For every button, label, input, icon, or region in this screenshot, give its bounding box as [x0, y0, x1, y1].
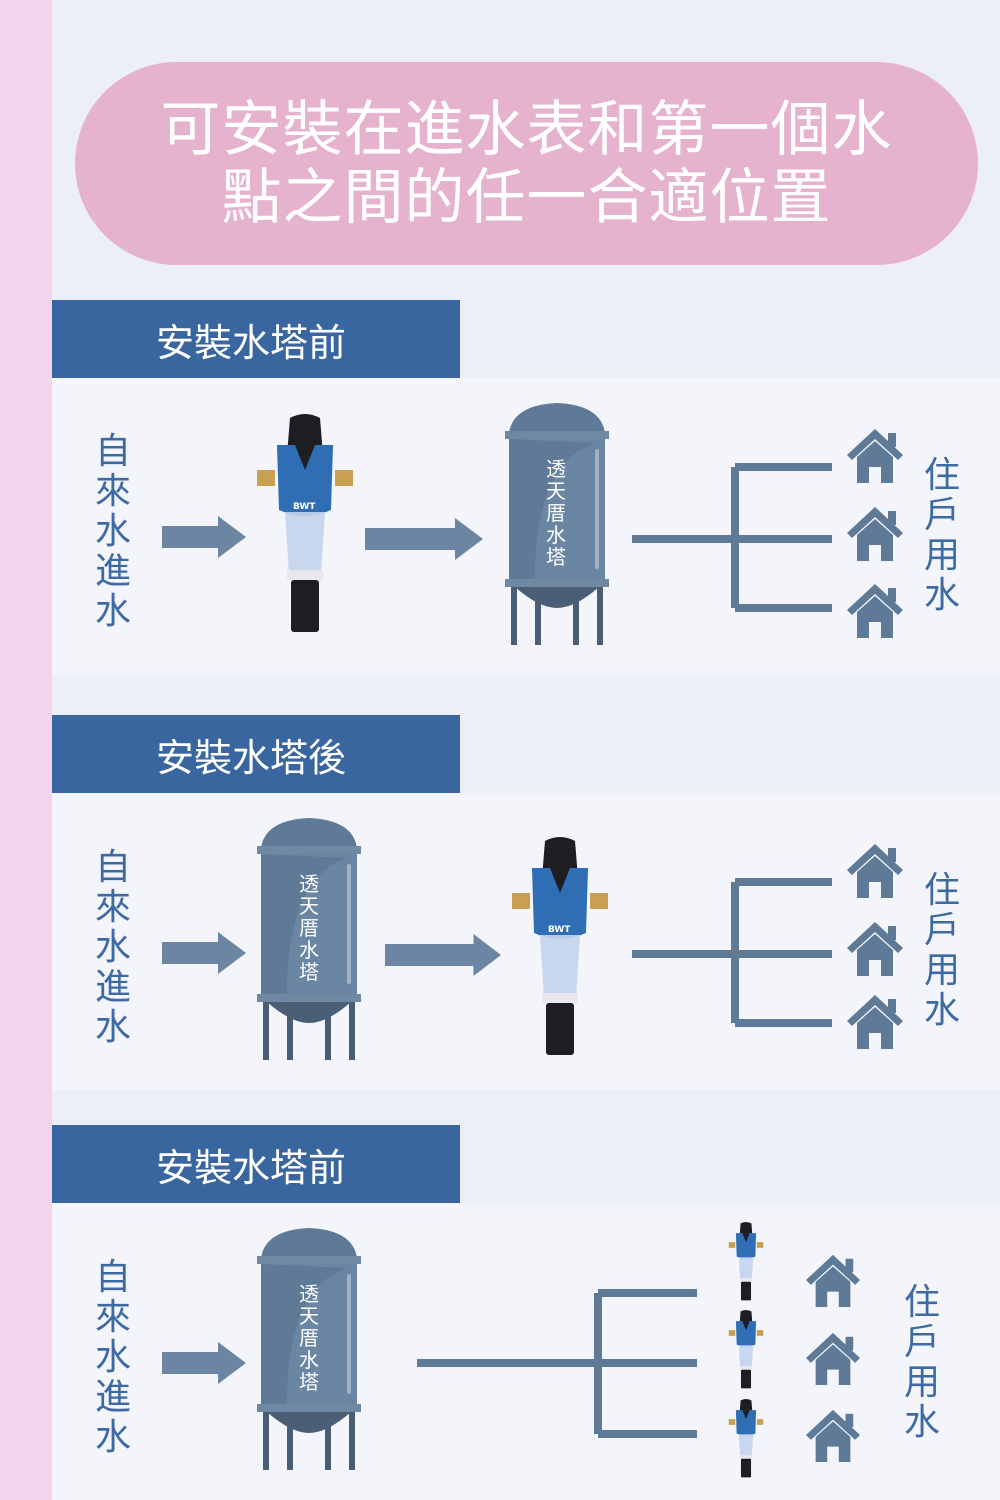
house-icon — [845, 582, 905, 638]
house-icon — [804, 1253, 862, 1307]
house-icon — [845, 920, 905, 976]
house-icon — [845, 842, 905, 898]
arrow-right-icon — [162, 516, 246, 558]
arrow-right-icon — [365, 518, 483, 560]
bwt-filter-icon — [728, 1397, 764, 1479]
pipe-branch — [632, 463, 832, 612]
outlet-label: 住戶用水 — [903, 1282, 940, 1443]
inlet-label: 自來水進水 — [94, 1257, 131, 1458]
bwt-filter-icon — [510, 833, 610, 1058]
outlet-label: 住戶用水 — [923, 870, 960, 1031]
tank-label: 透天厝水塔 — [299, 872, 319, 984]
house-icon — [845, 993, 905, 1049]
bwt-filter-icon — [728, 1220, 764, 1302]
section-2-panel — [52, 793, 1000, 1090]
bwt-filter-icon — [255, 410, 355, 635]
house-icon — [804, 1331, 862, 1385]
pipe-branch — [632, 878, 832, 1027]
bwt-filter-icon — [728, 1308, 764, 1390]
inlet-label: 自來水進水 — [94, 431, 131, 632]
house-icon — [804, 1408, 862, 1462]
title-banner: 可安裝在進水表和第一個水 點之間的任一合適位置 — [75, 62, 978, 265]
pipe-branch — [417, 1289, 697, 1438]
title-line-1: 可安裝在進水表和第一個水 — [160, 94, 893, 165]
house-icon — [845, 427, 905, 483]
arrow-right-icon — [162, 932, 246, 974]
filter-brand-label: BWT — [293, 502, 316, 512]
arrow-right-icon — [162, 1342, 246, 1384]
filter-brand-label: BWT — [548, 925, 571, 935]
outlet-label: 住戶用水 — [923, 455, 960, 616]
tank-label: 透天厝水塔 — [546, 457, 566, 569]
section-2-header: 安裝水塔後 — [52, 715, 460, 793]
tank-label: 透天厝水塔 — [299, 1282, 319, 1394]
arrow-right-icon — [385, 934, 501, 976]
left-stripe — [0, 0, 52, 1500]
section-3-header: 安裝水塔前 — [52, 1125, 460, 1203]
section-1-header: 安裝水塔前 — [52, 300, 460, 378]
inlet-label: 自來水進水 — [94, 847, 131, 1048]
title-line-2: 點之間的任一合適位置 — [221, 162, 832, 233]
house-icon — [845, 505, 905, 561]
